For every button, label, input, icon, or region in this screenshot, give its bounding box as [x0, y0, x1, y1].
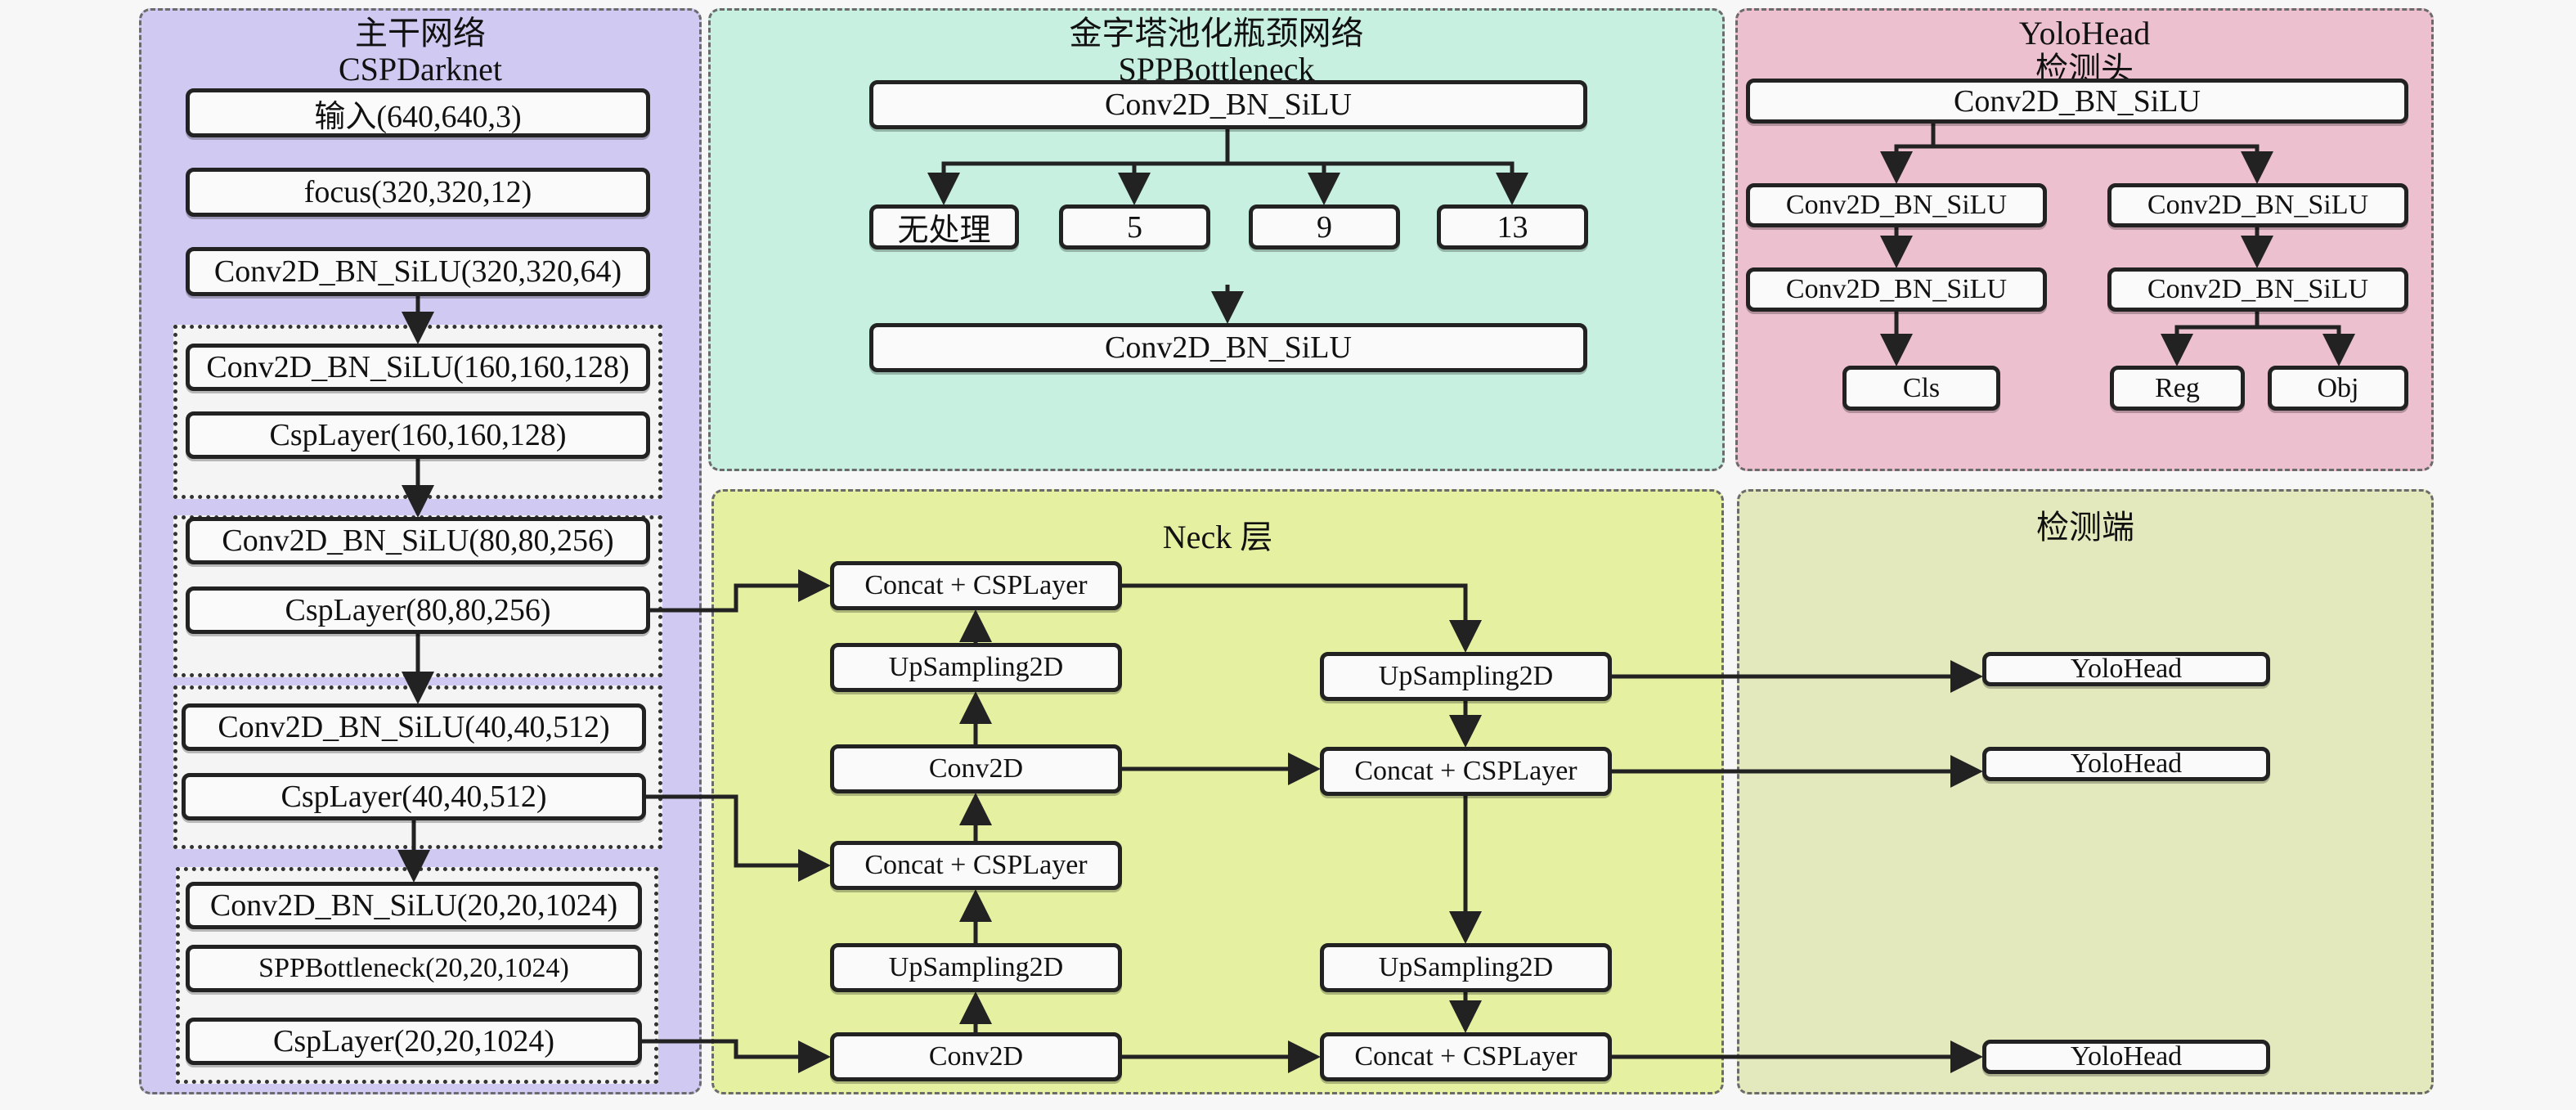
conv-node-320: Conv2D_BN_SiLU(320,320,64)	[186, 247, 650, 296]
neck-concat-csp-4: Concat + CSPLayer	[1320, 1032, 1612, 1081]
head-obj-output: Obj	[2268, 366, 2408, 411]
detect-yolohead-3: YoloHead	[1982, 1040, 2270, 1074]
spp-branch-none: 无处理	[869, 204, 1019, 249]
spp-branch-13: 13	[1437, 204, 1588, 249]
neck-upsample-3: UpSampling2D	[1320, 652, 1612, 701]
detect-yolohead-2: YoloHead	[1982, 747, 2270, 781]
neck-upsample-2: UpSampling2D	[830, 943, 1122, 992]
conv-node-40: Conv2D_BN_SiLU(40,40,512)	[182, 703, 646, 751]
neck-concat-csp-1: Concat + CSPLayer	[830, 561, 1122, 610]
spp-branch-5: 5	[1059, 204, 1210, 249]
conv-node-80: Conv2D_BN_SiLU(80,80,256)	[186, 517, 650, 564]
conv-node-20: Conv2D_BN_SiLU(20,20,1024)	[186, 882, 642, 929]
detect-title: 检测端	[2036, 509, 2134, 546]
head-top-conv: Conv2D_BN_SiLU	[1746, 79, 2408, 124]
head-cls-conv-2: Conv2D_BN_SiLU	[1746, 267, 2047, 312]
neck-conv2d-2: Conv2D	[830, 1032, 1122, 1081]
head-cls-output: Cls	[1842, 366, 2000, 411]
neck-conv2d-1: Conv2D	[830, 744, 1122, 793]
neck-concat-csp-3: Concat + CSPLayer	[1320, 747, 1612, 796]
spp-title: 金字塔池化瓶颈网络	[1069, 15, 1364, 52]
neck-upsample-4: UpSampling2D	[1320, 943, 1612, 992]
conv-node-160: Conv2D_BN_SiLU(160,160,128)	[186, 344, 650, 391]
neck-title: Neck 层	[1162, 519, 1273, 555]
neck-concat-csp-2: Concat + CSPLayer	[830, 841, 1122, 890]
yolohead-title: YoloHead	[2018, 15, 2151, 52]
detect-panel: 检测端	[1737, 489, 2434, 1094]
head-cls-conv-1: Conv2D_BN_SiLU	[1746, 183, 2047, 227]
csp-node-160: CspLayer(160,160,128)	[186, 411, 650, 459]
head-reg-conv-2: Conv2D_BN_SiLU	[2107, 267, 2408, 312]
focus-node: focus(320,320,12)	[186, 168, 650, 217]
spp-bottom-conv: Conv2D_BN_SiLU	[869, 323, 1587, 372]
neck-upsample-1: UpSampling2D	[830, 643, 1122, 692]
head-reg-conv-1: Conv2D_BN_SiLU	[2107, 183, 2408, 227]
csp-node-20: CspLayer(20,20,1024)	[186, 1018, 642, 1065]
csp-node-80: CspLayer(80,80,256)	[186, 586, 650, 634]
backbone-subtitle: CSPDarknet	[339, 51, 502, 88]
spp-top-conv: Conv2D_BN_SiLU	[869, 80, 1587, 129]
input-node: 输入(640,640,3)	[186, 88, 650, 137]
csp-node-40: CspLayer(40,40,512)	[182, 773, 646, 820]
head-reg-output: Reg	[2110, 366, 2245, 411]
backbone-title: 主干网络	[355, 15, 486, 52]
detect-yolohead-1: YoloHead	[1982, 652, 2270, 686]
spp-branch-9: 9	[1249, 204, 1400, 249]
spp-node-20: SPPBottleneck(20,20,1024)	[186, 945, 642, 992]
